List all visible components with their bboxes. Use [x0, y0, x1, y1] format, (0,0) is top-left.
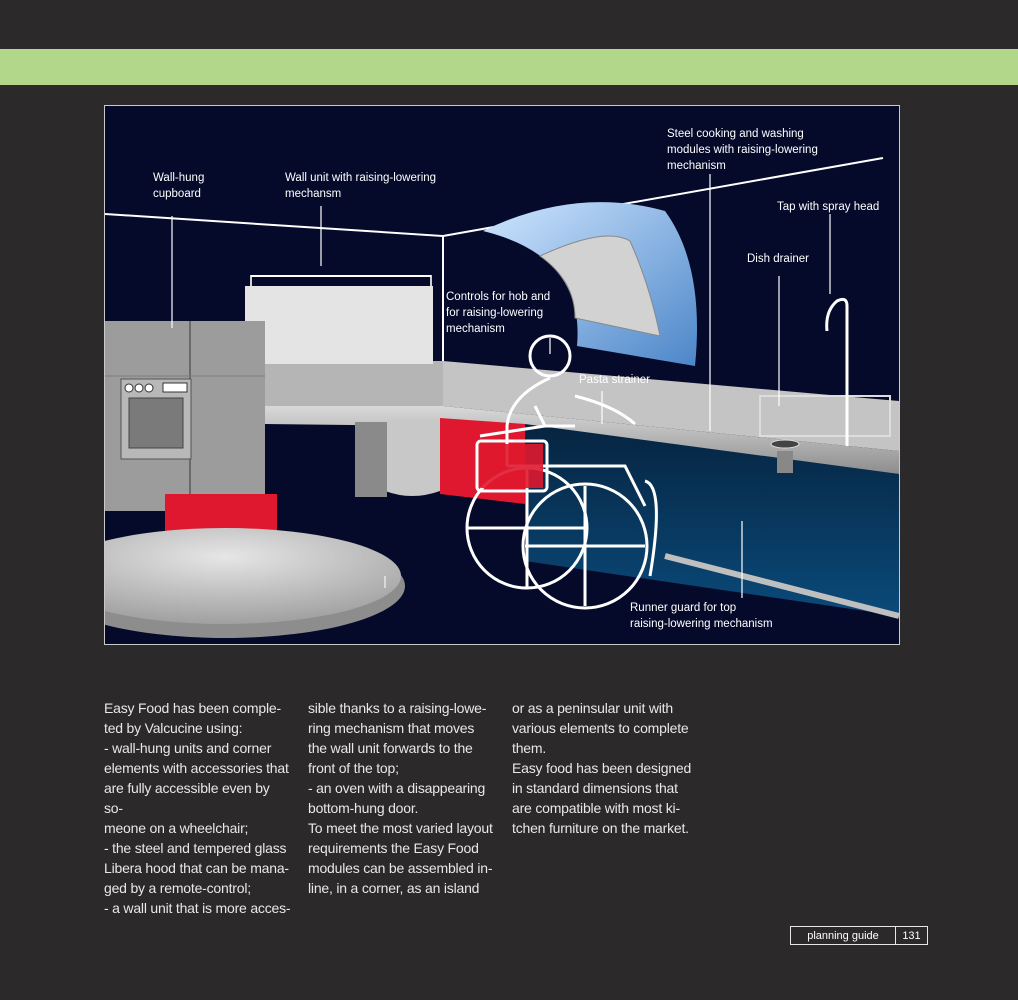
text-column-2: sible thanks to a raising-lowe- ring mec… [308, 698, 496, 898]
label-wall-unit: Wall unit with raising-lowering mechansm [285, 172, 437, 200]
label-steel-modules: Steel cooking and washing modules with r… [667, 128, 818, 172]
kitchen-illustration: Wall-hung cupboard Wall unit with raisin… [104, 105, 900, 645]
label-pasta-strainer: Pasta strainer [579, 374, 650, 386]
label-dish-drainer: Dish drainer [747, 253, 809, 265]
text-column-1: Easy Food has been comple- ted by Valcuc… [104, 698, 292, 918]
label-controls: Controls for hob and for raising-lowerin… [446, 291, 551, 335]
paragraph: or as a peninsular unit with various ele… [512, 700, 692, 836]
page-footer: planning guide 131 [790, 926, 928, 945]
text-column-3: or as a peninsular unit with various ele… [512, 698, 700, 838]
footer-section-title: planning guide [790, 926, 896, 945]
kitchen-drawing [105, 157, 899, 638]
header-band [0, 49, 1018, 85]
paragraph: Easy Food has been comple- ted by Valcuc… [104, 700, 291, 916]
label-runner-guard: Runner guard for top raising-lowering me… [630, 602, 773, 630]
label-wall-hung-cupboard: Wall-hung cupboard [153, 172, 205, 200]
paragraph: sible thanks to a raising-lowe- ring mec… [308, 700, 493, 896]
page-number: 131 [896, 926, 928, 945]
label-tap: Tap with spray head [777, 201, 880, 213]
